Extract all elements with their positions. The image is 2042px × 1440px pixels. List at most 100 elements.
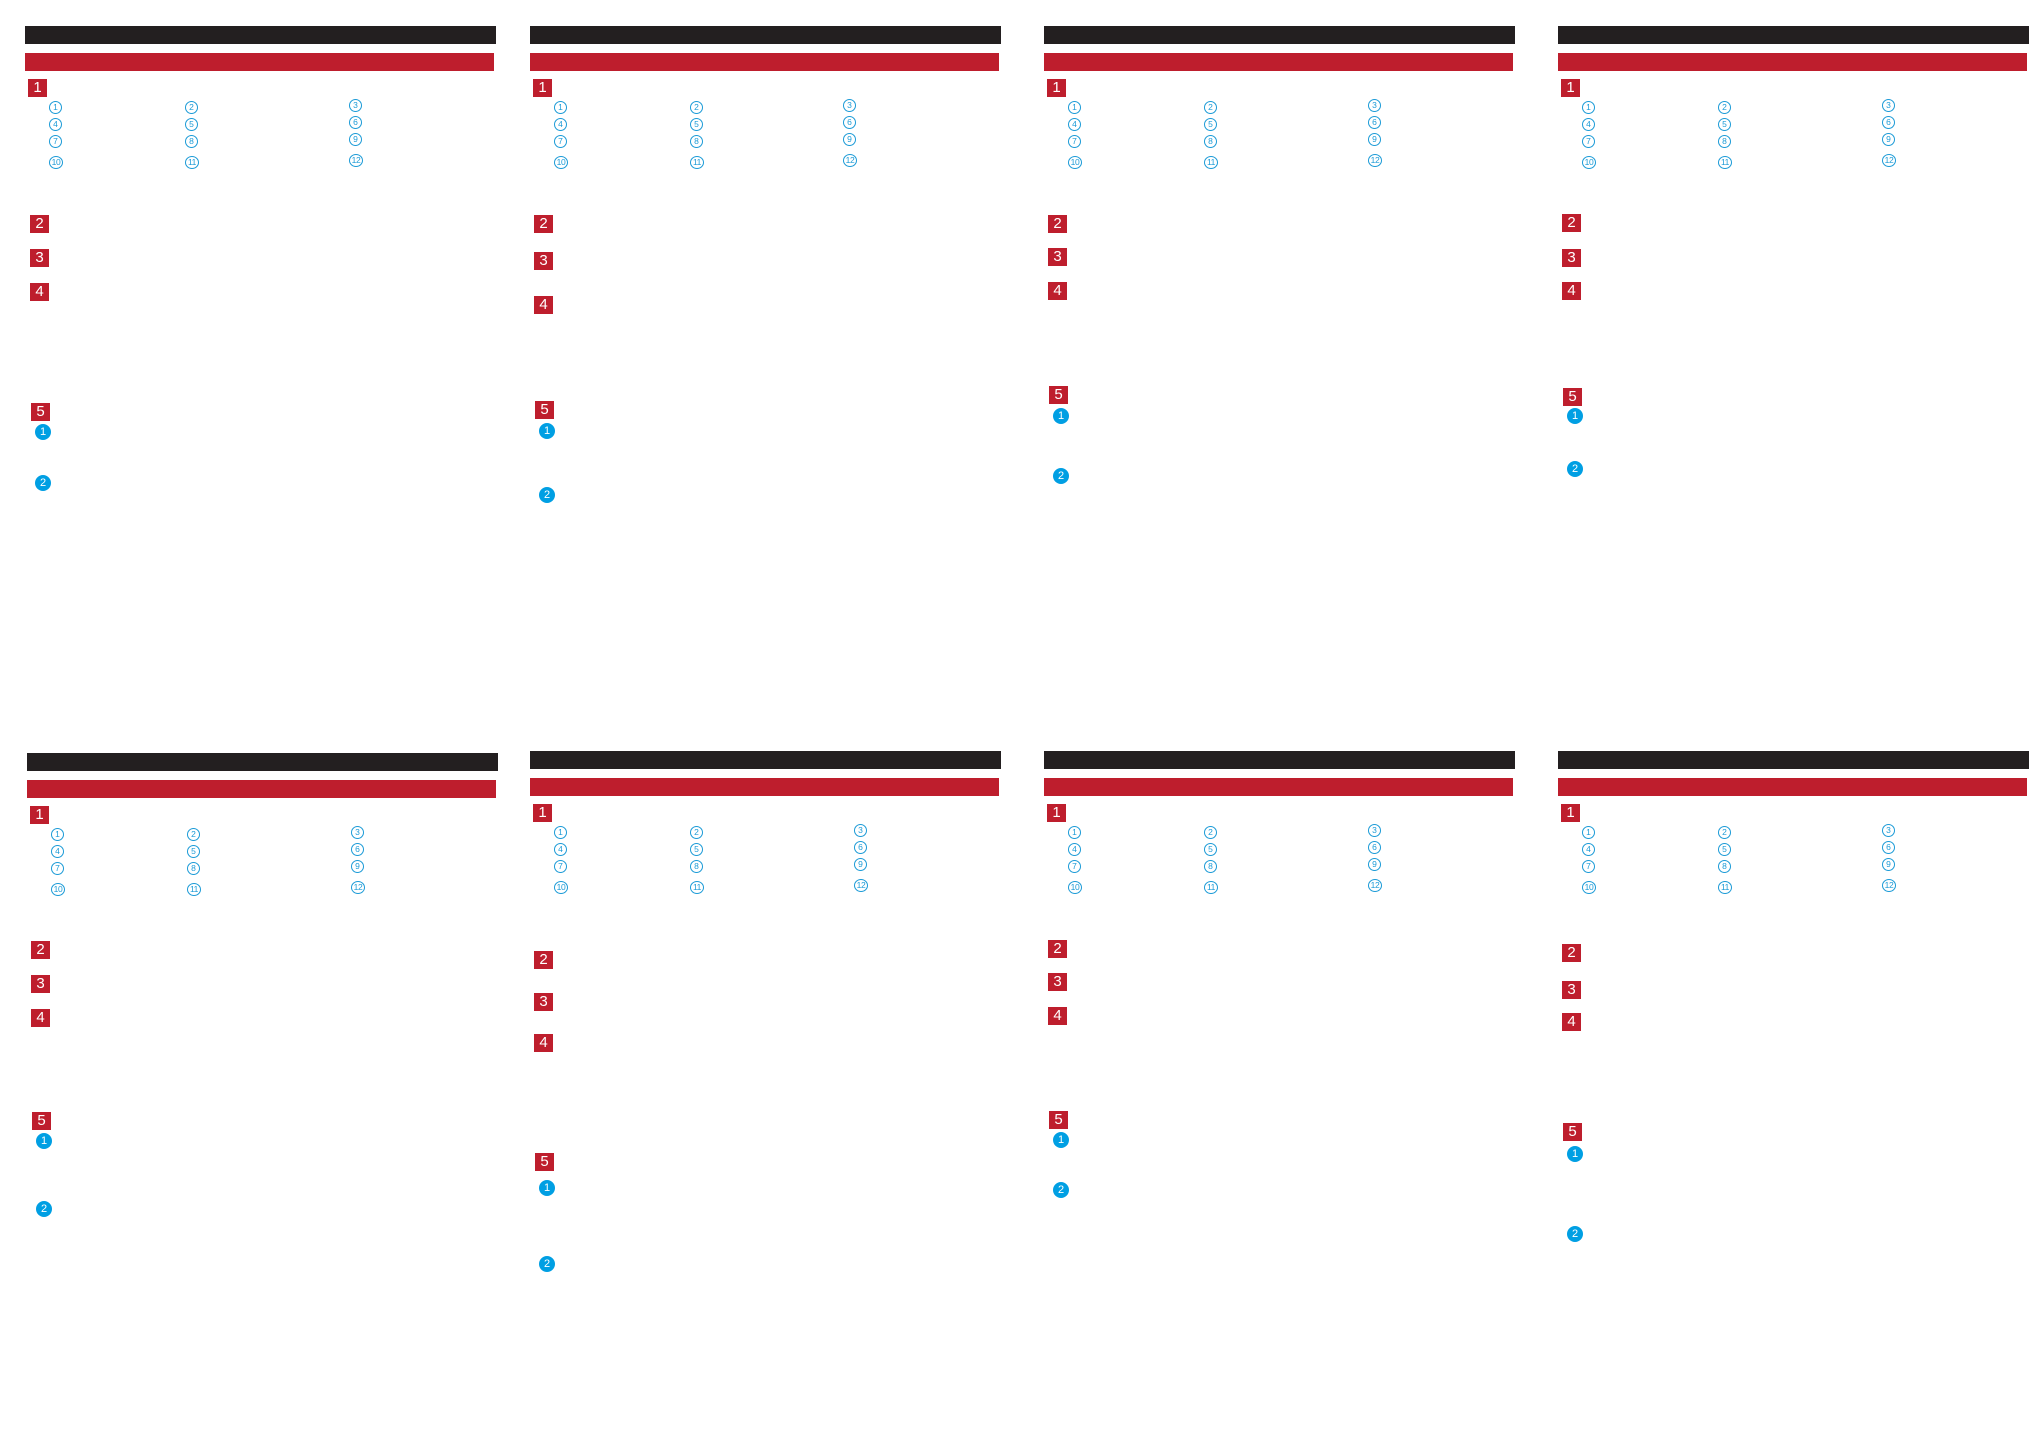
part-callout-2: 2 (1204, 826, 1217, 839)
subtitle-bar (27, 780, 496, 798)
part-callout-1: 1 (554, 101, 567, 114)
part-callout-10: 10 (51, 883, 65, 896)
part-callout-12: 12 (1882, 879, 1896, 892)
part-callout-9: 9 (854, 858, 867, 871)
part-callout-11: 11 (690, 881, 704, 894)
part-callout-1: 1 (49, 101, 62, 114)
part-callout-7: 7 (1068, 135, 1081, 148)
part-callout-6: 6 (1882, 841, 1895, 854)
section-2-badge: 2 (1048, 940, 1067, 958)
part-callout-3: 3 (1882, 99, 1895, 112)
part-callout-6: 6 (351, 843, 364, 856)
part-callout-4: 4 (1068, 118, 1081, 131)
step-2-badge: 2 (1567, 461, 1583, 477)
section-4-badge: 4 (534, 296, 553, 314)
part-callout-7: 7 (49, 135, 62, 148)
title-bar (530, 751, 1001, 769)
part-callout-2: 2 (690, 101, 703, 114)
part-callout-4: 4 (1582, 118, 1595, 131)
step-2-badge: 2 (35, 475, 51, 491)
step-2-badge: 2 (1053, 1182, 1069, 1198)
parts-callout-grid: 1 2 3 4 5 6 7 8 9 10 11 12 (530, 751, 1001, 901)
part-callout-10: 10 (1582, 156, 1596, 169)
part-callout-7: 7 (51, 862, 64, 875)
part-callout-12: 12 (843, 154, 857, 167)
step-2-badge: 2 (539, 487, 555, 503)
part-callout-8: 8 (185, 135, 198, 148)
section-1-badge: 1 (1047, 804, 1066, 822)
part-callout-3: 3 (351, 826, 364, 839)
section-1-badge: 1 (1561, 804, 1580, 822)
part-callout-12: 12 (349, 154, 363, 167)
part-callout-10: 10 (1068, 156, 1082, 169)
part-callout-4: 4 (554, 118, 567, 131)
part-callout-9: 9 (1368, 133, 1381, 146)
instruction-panel-1: 1 1 2 3 4 5 6 7 8 9 10 11 12 2 3 4 5 1 2 (25, 26, 496, 566)
part-callout-10: 10 (554, 881, 568, 894)
title-bar (25, 26, 496, 44)
part-callout-2: 2 (1204, 101, 1217, 114)
part-callout-11: 11 (1718, 156, 1732, 169)
part-callout-1: 1 (1068, 101, 1081, 114)
parts-callout-grid: 1 2 3 4 5 6 7 8 9 10 11 12 (1558, 26, 2029, 176)
step-2-badge: 2 (1053, 468, 1069, 484)
part-callout-6: 6 (1368, 116, 1381, 129)
part-callout-11: 11 (1718, 881, 1732, 894)
part-callout-3: 3 (349, 99, 362, 112)
part-callout-4: 4 (51, 845, 64, 858)
parts-callout-grid: 1 2 3 4 5 6 7 8 9 10 11 12 (530, 26, 1001, 176)
instruction-panel-4: 1 1 2 3 4 5 6 7 8 9 10 11 12 2 3 4 5 1 2 (1558, 26, 2029, 566)
subtitle-bar (25, 53, 494, 71)
part-callout-9: 9 (843, 133, 856, 146)
section-4-badge: 4 (30, 283, 49, 301)
section-3-badge: 3 (534, 993, 553, 1011)
part-callout-8: 8 (690, 860, 703, 873)
part-callout-12: 12 (351, 881, 365, 894)
part-callout-6: 6 (1368, 841, 1381, 854)
step-1-badge: 1 (1567, 408, 1583, 424)
instruction-panel-5: 1 1 2 3 4 5 6 7 8 9 10 11 12 2 3 4 5 1 2 (27, 753, 498, 1293)
part-callout-1: 1 (1582, 101, 1595, 114)
part-callout-11: 11 (1204, 156, 1218, 169)
section-3-badge: 3 (1048, 248, 1067, 266)
section-4-badge: 4 (31, 1009, 50, 1027)
instruction-panel-3: 1 1 2 3 4 5 6 7 8 9 10 11 12 2 3 4 5 1 2 (1044, 26, 1515, 566)
part-callout-2: 2 (1718, 101, 1731, 114)
part-callout-2: 2 (690, 826, 703, 839)
part-callout-3: 3 (843, 99, 856, 112)
part-callout-4: 4 (1068, 843, 1081, 856)
part-callout-9: 9 (351, 860, 364, 873)
part-callout-12: 12 (1368, 154, 1382, 167)
part-callout-7: 7 (554, 860, 567, 873)
instruction-panel-6: 1 1 2 3 4 5 6 7 8 9 10 11 12 2 3 4 5 1 2 (530, 751, 1001, 1291)
section-4-badge: 4 (1562, 1013, 1581, 1031)
part-callout-8: 8 (1718, 860, 1731, 873)
part-callout-12: 12 (1368, 879, 1382, 892)
part-callout-12: 12 (1882, 154, 1896, 167)
step-1-badge: 1 (539, 1180, 555, 1196)
part-callout-10: 10 (554, 156, 568, 169)
section-5-badge: 5 (1049, 1111, 1068, 1129)
subtitle-bar (530, 778, 999, 796)
section-3-badge: 3 (534, 252, 553, 270)
section-5-badge: 5 (1563, 388, 1582, 406)
step-1-badge: 1 (539, 423, 555, 439)
section-3-badge: 3 (1048, 973, 1067, 991)
section-2-badge: 2 (31, 941, 50, 959)
part-callout-4: 4 (49, 118, 62, 131)
title-bar (1044, 751, 1515, 769)
part-callout-8: 8 (1204, 135, 1217, 148)
subtitle-bar (1558, 778, 2027, 796)
part-callout-10: 10 (1582, 881, 1596, 894)
step-2-badge: 2 (539, 1256, 555, 1272)
parts-callout-grid: 1 2 3 4 5 6 7 8 9 10 11 12 (1044, 751, 1515, 901)
part-callout-7: 7 (1582, 860, 1595, 873)
part-callout-1: 1 (1068, 826, 1081, 839)
section-1-badge: 1 (28, 79, 47, 97)
section-5-badge: 5 (535, 1153, 554, 1171)
part-callout-7: 7 (1582, 135, 1595, 148)
section-1-badge: 1 (1561, 79, 1580, 97)
subtitle-bar (530, 53, 999, 71)
step-1-badge: 1 (36, 1133, 52, 1149)
part-callout-10: 10 (49, 156, 63, 169)
